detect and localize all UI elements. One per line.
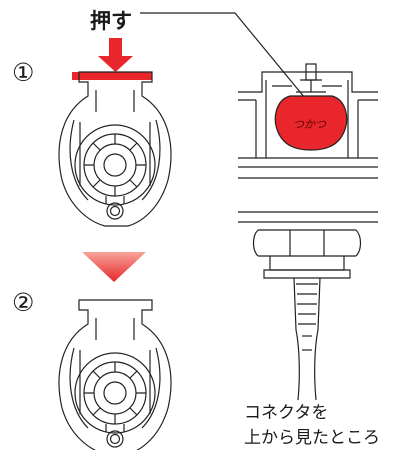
down-arrow-icon (98, 38, 133, 72)
caption-line-1: コネクタを (244, 403, 329, 423)
red-connector-cap (274, 95, 348, 151)
red-push-tab (72, 72, 152, 80)
step-2-marker: ② (12, 288, 35, 317)
caption-line-2: 上から見たところ (244, 428, 380, 448)
connector-side-view (238, 63, 378, 168)
connector-top-view-2 (58, 299, 172, 454)
connector-side-view-lower (238, 177, 378, 401)
cap-label: つかつ (293, 118, 327, 131)
connector-top-view-1 (58, 71, 172, 227)
leader-line-diagonal (234, 12, 306, 99)
step-1-marker: ① (12, 58, 35, 87)
down-triangle-icon (82, 252, 146, 282)
push-label: 押す (90, 9, 132, 33)
